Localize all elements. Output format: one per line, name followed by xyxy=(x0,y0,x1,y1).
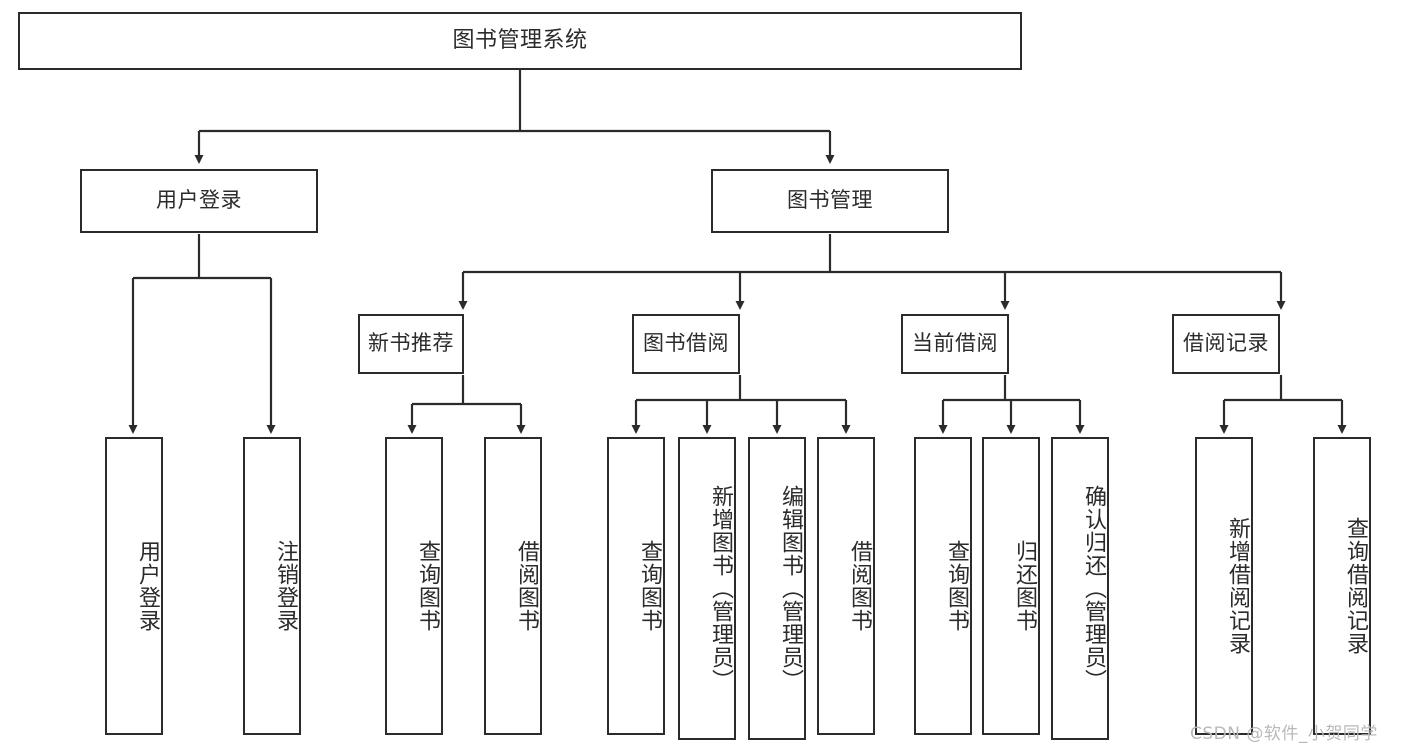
node-label: 用户登录 xyxy=(156,188,242,213)
node-leaf-add-book[interactable]: 新增图书（管理员） xyxy=(678,437,736,740)
node-book-borrow[interactable]: 图书借阅 xyxy=(632,314,740,374)
csdn-watermark: CSDN @软件_小贺同学 xyxy=(1190,724,1378,744)
node-label: 查询借阅记录 xyxy=(1343,517,1368,655)
node-label: 当前借阅 xyxy=(912,331,998,356)
node-leaf-user-logout[interactable]: 注销登录 xyxy=(243,437,301,735)
node-new-book-recommend[interactable]: 新书推荐 xyxy=(358,314,464,374)
node-label: 图书管理系统 xyxy=(452,27,588,53)
node-leaf-confirm-return[interactable]: 确认归还（管理员） xyxy=(1051,437,1109,740)
node-book-management[interactable]: 图书管理 xyxy=(711,169,949,233)
node-label: 用户登录 xyxy=(135,540,160,632)
node-label: 编辑图书（管理员） xyxy=(778,485,803,692)
node-label: 新书推荐 xyxy=(368,331,454,356)
node-leaf-user-login[interactable]: 用户登录 xyxy=(105,437,163,735)
node-label: 新增图书（管理员） xyxy=(708,485,733,692)
node-leaf-query-book-3[interactable]: 查询图书 xyxy=(914,437,972,735)
node-leaf-borrow-book-1[interactable]: 借阅图书 xyxy=(484,437,542,735)
node-borrow-record[interactable]: 借阅记录 xyxy=(1172,314,1280,374)
node-leaf-query-book-1[interactable]: 查询图书 xyxy=(385,437,443,735)
node-label: 图书管理 xyxy=(787,188,873,213)
node-label: 归还图书 xyxy=(1012,540,1037,632)
node-leaf-add-borrow-record[interactable]: 新增借阅记录 xyxy=(1195,437,1253,735)
node-label: 查询图书 xyxy=(944,540,969,632)
node-label: 注销登录 xyxy=(273,540,298,632)
node-label: 查询图书 xyxy=(637,540,662,632)
node-label: 新增借阅记录 xyxy=(1225,517,1250,655)
node-root-book-management-system[interactable]: 图书管理系统 xyxy=(18,12,1022,70)
node-leaf-edit-book[interactable]: 编辑图书（管理员） xyxy=(748,437,806,740)
node-label: 图书借阅 xyxy=(643,331,729,356)
node-leaf-query-borrow-record[interactable]: 查询借阅记录 xyxy=(1313,437,1371,735)
node-user-login[interactable]: 用户登录 xyxy=(80,169,318,233)
node-leaf-query-book-2[interactable]: 查询图书 xyxy=(607,437,665,735)
node-label: 查询图书 xyxy=(415,540,440,632)
node-leaf-return-book[interactable]: 归还图书 xyxy=(982,437,1040,735)
node-label: 借阅图书 xyxy=(514,540,539,632)
node-leaf-borrow-book-2[interactable]: 借阅图书 xyxy=(817,437,875,735)
node-current-borrow[interactable]: 当前借阅 xyxy=(901,314,1009,374)
node-label: 确认归还（管理员） xyxy=(1081,485,1106,692)
node-label: 借阅图书 xyxy=(847,540,872,632)
node-label: 借阅记录 xyxy=(1183,331,1269,356)
